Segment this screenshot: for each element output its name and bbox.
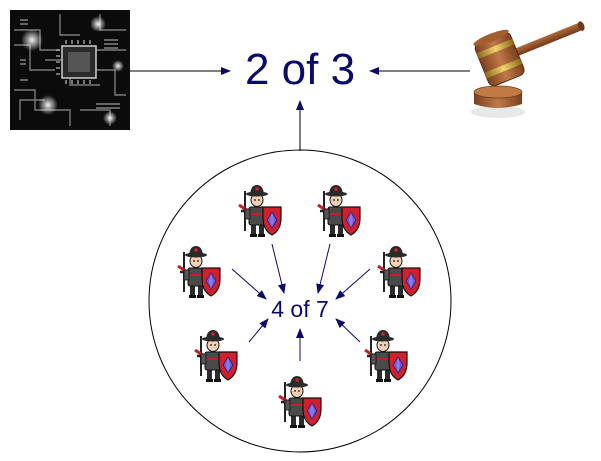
top-threshold-label: 2 of 3 <box>244 45 356 94</box>
arrow-guard-3 <box>231 268 267 300</box>
knight-guard-icon <box>237 183 283 239</box>
knight-guard-icon <box>193 328 239 384</box>
guardians-circle <box>148 149 452 453</box>
arrow-guard-2 <box>316 243 331 294</box>
inner-arrows <box>231 243 371 361</box>
knight-guard-icon <box>176 244 222 300</box>
knight-guard-icon <box>316 183 362 239</box>
knight-guard-icon <box>363 328 409 384</box>
arrow-guard-1 <box>271 243 286 294</box>
gavel-image <box>471 21 585 118</box>
arrow-guard-6 <box>335 318 361 343</box>
knight-guard-icon <box>376 244 422 300</box>
inner-threshold-label: 4 of 7 <box>271 296 329 322</box>
arrow-guard-4 <box>335 268 371 300</box>
arrow-guard-5 <box>248 318 269 343</box>
knight-guard-icon <box>277 374 323 430</box>
circuit-board-image <box>10 10 130 130</box>
